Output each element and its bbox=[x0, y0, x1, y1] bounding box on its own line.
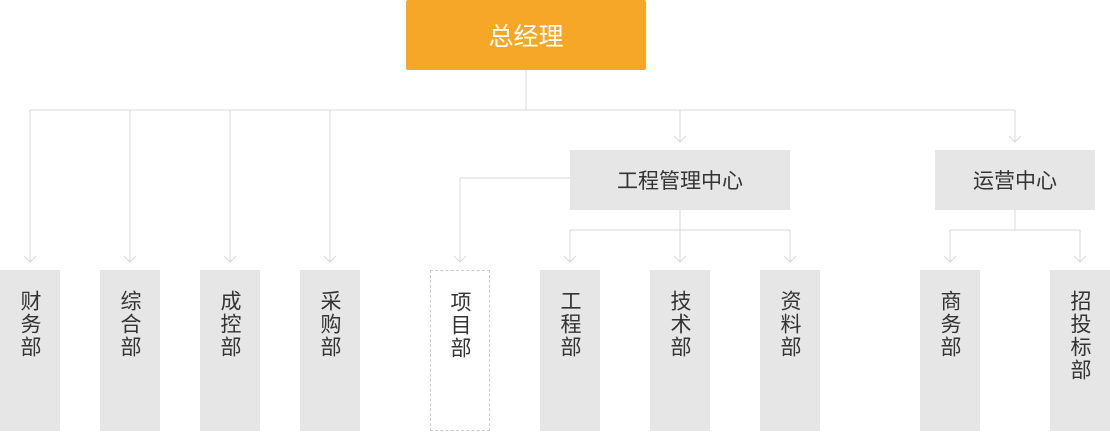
dept-business-label: 商务部 bbox=[938, 290, 962, 359]
general-manager-node: 总经理 bbox=[406, 0, 646, 70]
dept-technology-label: 技术部 bbox=[668, 290, 692, 359]
dept-general-node: 综合部 bbox=[100, 270, 160, 431]
arrow-down-icon bbox=[783, 255, 797, 263]
dept-engineering-node: 工程部 bbox=[540, 270, 600, 431]
dept-data-label: 资料部 bbox=[778, 290, 802, 359]
dept-data-node: 资料部 bbox=[760, 270, 820, 431]
dept-bidding-label: 招投标部 bbox=[1068, 290, 1092, 382]
dept-engineering-label: 工程部 bbox=[558, 290, 582, 359]
dept-finance-label: 财务部 bbox=[18, 290, 42, 359]
dept-general-label: 综合部 bbox=[118, 290, 142, 359]
general-manager-label: 总经理 bbox=[488, 22, 564, 51]
dept-cost-control-node: 成控部 bbox=[200, 270, 260, 431]
dept-technology-node: 技术部 bbox=[650, 270, 710, 431]
dept-cost-control-label: 成控部 bbox=[218, 290, 242, 359]
operations-center-label: 运营中心 bbox=[973, 169, 1057, 193]
engineering-center-node: 工程管理中心 bbox=[570, 150, 790, 210]
arrow-down-icon bbox=[1008, 135, 1022, 143]
dept-finance-node: 财务部 bbox=[0, 270, 60, 431]
arrow-down-icon bbox=[1073, 255, 1087, 263]
arrow-down-icon bbox=[673, 135, 687, 143]
arrow-down-icon bbox=[563, 255, 577, 263]
dept-purchasing-label: 采购部 bbox=[318, 290, 342, 359]
dept-project-node: 项目部 bbox=[430, 270, 490, 431]
arrow-down-icon bbox=[943, 255, 957, 263]
dept-bidding-node: 招投标部 bbox=[1050, 270, 1110, 431]
operations-center-node: 运营中心 bbox=[935, 150, 1095, 210]
dept-purchasing-node: 采购部 bbox=[300, 270, 360, 431]
arrow-down-icon bbox=[223, 255, 237, 263]
arrow-down-icon bbox=[323, 255, 337, 263]
arrow-down-icon bbox=[673, 255, 687, 263]
arrow-down-icon bbox=[123, 255, 137, 263]
arrow-down-icon bbox=[453, 255, 467, 263]
arrow-down-icon bbox=[23, 255, 37, 263]
dept-project-label: 项目部 bbox=[448, 291, 472, 360]
dept-business-node: 商务部 bbox=[920, 270, 980, 431]
engineering-center-label: 工程管理中心 bbox=[617, 169, 743, 193]
